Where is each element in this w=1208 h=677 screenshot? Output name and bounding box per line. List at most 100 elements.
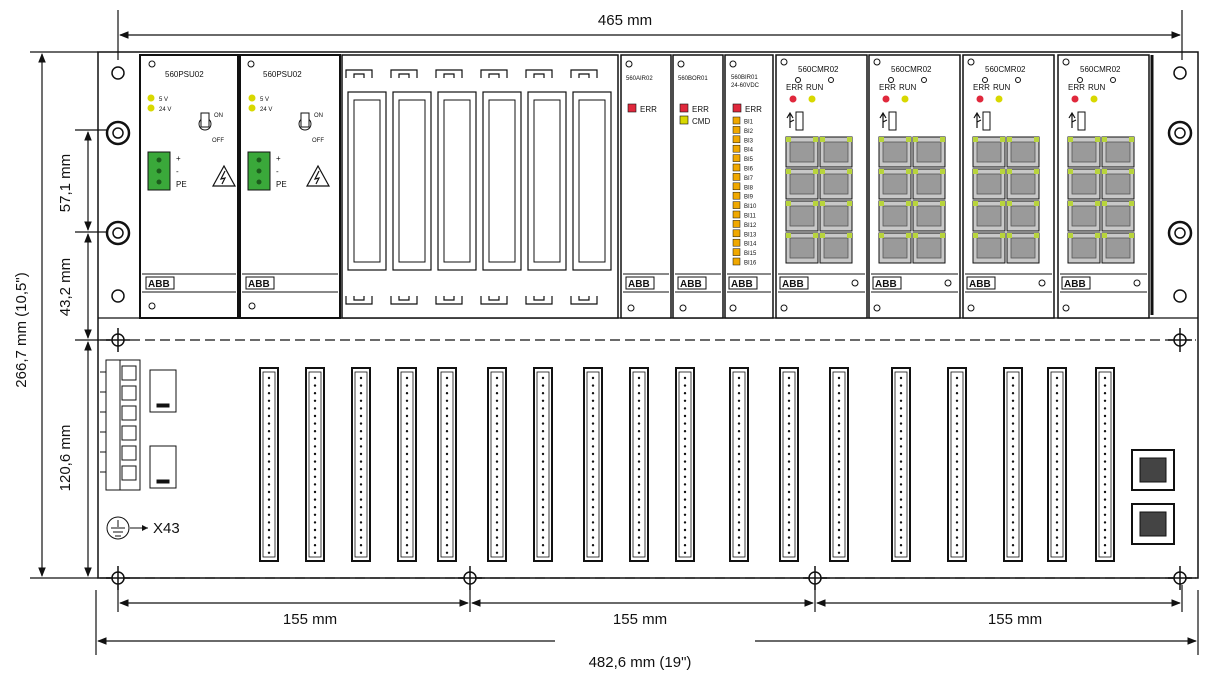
binary-input-label: BI6 <box>744 167 754 173</box>
psu2-plus-label: + <box>276 154 281 163</box>
ethernet-port-icon[interactable] <box>1067 232 1101 264</box>
ethernet-port-icon[interactable] <box>819 136 853 168</box>
psu1-pe-label: PE <box>176 180 187 189</box>
cmr-err-label: ERR <box>879 83 896 92</box>
ethernet-port-icon[interactable] <box>912 136 946 168</box>
ethernet-port-icon[interactable] <box>972 232 1006 264</box>
terminal-strip <box>1003 367 1023 562</box>
abb-logo: ABB <box>680 279 702 290</box>
ethernet-port-icon[interactable] <box>1101 136 1135 168</box>
power-switch-icon[interactable] <box>298 112 312 131</box>
binary-input-label: BI3 <box>744 138 754 144</box>
ethernet-port-icon[interactable] <box>785 168 819 200</box>
binary-input-led: BI9 <box>732 191 754 201</box>
binary-input-label: BI4 <box>744 148 754 154</box>
terminal-strip <box>629 367 649 562</box>
terminal-strip <box>583 367 603 562</box>
dim-segment-1: 155 mm <box>283 611 337 628</box>
terminal-strip <box>779 367 799 562</box>
binary-input-label: BI13 <box>744 232 757 238</box>
ethernet-port-icon[interactable] <box>972 200 1006 232</box>
empty-slot <box>480 69 522 305</box>
ethernet-port-icon[interactable] <box>878 200 912 232</box>
dimension-labels: 465 mm 482,6 mm (19") 155 mm 155 mm 155 … <box>13 8 1042 671</box>
mounting-hole-icon <box>111 66 125 80</box>
ethernet-port-icon[interactable] <box>1006 136 1040 168</box>
power-switch-icon[interactable] <box>198 112 212 131</box>
terminal-strip <box>1095 367 1115 562</box>
ethernet-port-icon[interactable] <box>819 168 853 200</box>
binary-input-label: BI2 <box>744 129 754 135</box>
ethernet-port-icon[interactable] <box>1067 200 1101 232</box>
usb-icon <box>879 111 888 128</box>
cmr-run-label: RUN <box>899 83 917 92</box>
binary-input-label: BI11 <box>744 214 757 220</box>
ethernet-port-icon[interactable] <box>1101 232 1135 264</box>
cmr-run-label: RUN <box>1088 83 1106 92</box>
ethernet-port-icon[interactable] <box>972 168 1006 200</box>
ethernet-port-icon[interactable] <box>878 232 912 264</box>
abb-logo: ABB <box>731 279 753 290</box>
crosshair-hole-icon <box>803 566 827 590</box>
binary-input-label: BI9 <box>744 195 754 201</box>
usb-port[interactable] <box>888 111 897 131</box>
cmr-name: 560CMR02 <box>1080 65 1121 74</box>
terminal-strip-group <box>259 367 1115 562</box>
usb-icon <box>1068 111 1077 128</box>
ethernet-port-icon[interactable] <box>912 200 946 232</box>
dim-height-upper-a: 57,1 mm <box>57 154 74 212</box>
crosshair-hole-icon <box>106 566 130 590</box>
terminal-strip <box>397 367 417 562</box>
usb-port[interactable] <box>1077 111 1086 131</box>
usb-port[interactable] <box>795 111 804 131</box>
ethernet-port-icon[interactable] <box>1006 168 1040 200</box>
x43-label: X43 <box>153 520 180 537</box>
psu1-led1-label: 5 V <box>159 97 168 103</box>
ethernet-port-icon[interactable] <box>1067 168 1101 200</box>
ethernet-port-icon[interactable] <box>912 168 946 200</box>
ethernet-port-icon[interactable] <box>819 200 853 232</box>
screw-icon <box>1167 120 1193 146</box>
ethernet-port-icon[interactable] <box>785 136 819 168</box>
bir-module: 560BIR01 24-60VDC ERR BI1BI2BI3BI4BI5BI6… <box>724 54 774 319</box>
cmr-err-label: ERR <box>786 83 803 92</box>
ethernet-port-icon[interactable] <box>1101 168 1135 200</box>
high-voltage-warning-icon <box>211 164 237 187</box>
ethernet-port-icon[interactable] <box>878 168 912 200</box>
ethernet-port-icon[interactable] <box>785 200 819 232</box>
terminal-strip <box>729 367 749 562</box>
terminal-block-icon <box>147 151 171 191</box>
binary-input-led: BI10 <box>732 201 757 210</box>
usb-icon <box>973 111 982 128</box>
ethernet-port-icon[interactable] <box>878 136 912 168</box>
ethernet-port-icon[interactable] <box>912 232 946 264</box>
ethernet-port-icon[interactable] <box>1101 200 1135 232</box>
binary-input-led: BI14 <box>732 238 757 248</box>
ethernet-port-icon[interactable] <box>819 232 853 264</box>
ethernet-port-icon[interactable] <box>1006 200 1040 232</box>
psu1-led2-label: 24 V <box>159 107 171 113</box>
ethernet-port-icon[interactable] <box>972 136 1006 168</box>
err-led-icon <box>1071 95 1079 103</box>
binary-input-led: BI5 <box>732 154 754 163</box>
dim-segment-2: 155 mm <box>613 611 667 628</box>
binary-input-label: BI10 <box>744 204 757 210</box>
terminal-strip <box>1047 367 1067 562</box>
psu2-led2-label: 24 V <box>260 107 272 113</box>
psu1-off-label: OFF <box>212 138 224 144</box>
usb-port[interactable] <box>982 111 991 131</box>
ethernet-port-icon[interactable] <box>1067 136 1101 168</box>
empty-slot <box>525 69 567 305</box>
fiber-connector-block <box>1131 449 1175 545</box>
binary-input-led: BI4 <box>732 144 754 154</box>
ethernet-port-icon[interactable] <box>1006 232 1040 264</box>
empty-slot <box>435 69 477 305</box>
cmd-led-icon <box>679 115 689 125</box>
dim-overall-width: 482,6 mm (19") <box>589 654 692 671</box>
run-led-icon <box>901 95 909 103</box>
air-module: 560AIR02 ERR ABB <box>620 54 672 319</box>
ethernet-port-icon[interactable] <box>785 232 819 264</box>
psu2-name: 560PSU02 <box>263 70 302 79</box>
